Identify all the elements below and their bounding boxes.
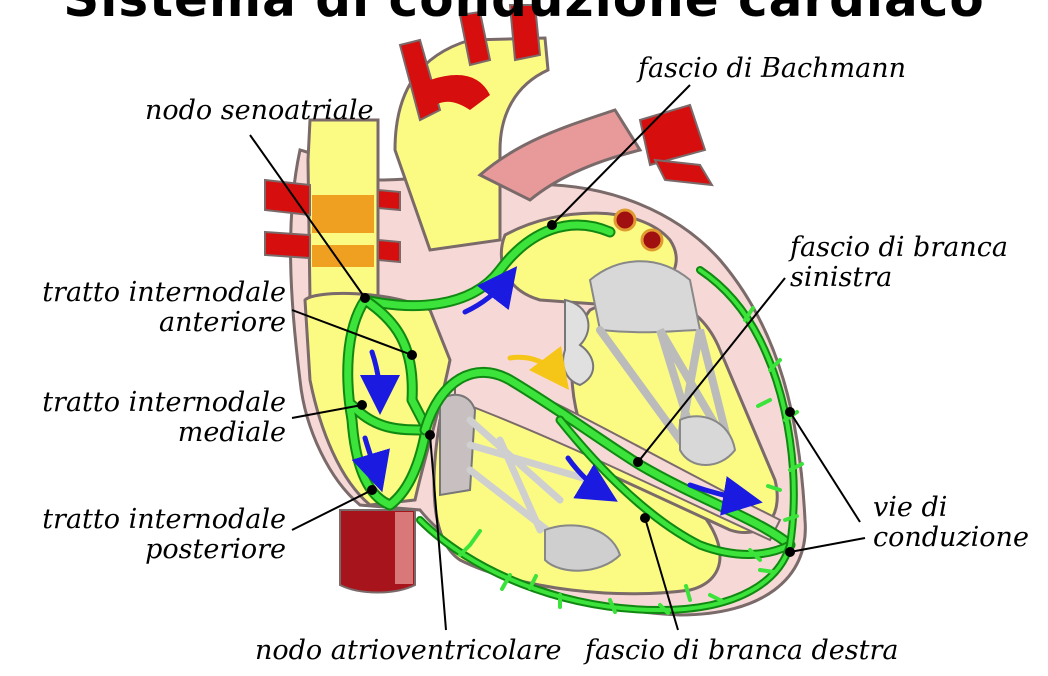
inferior-vena-cava-highlight bbox=[395, 512, 413, 584]
leader-dot bbox=[640, 513, 650, 523]
pulmonary-vein-right bbox=[378, 240, 400, 262]
pulmonary-vein-opening bbox=[642, 230, 662, 250]
label-line: tratto internodale bbox=[42, 505, 286, 535]
label-line: fascio di branca bbox=[790, 233, 1008, 263]
label-anterior-tract: tratto internodale anteriore bbox=[42, 278, 286, 338]
label-av-node: nodo atrioventricolare bbox=[255, 636, 562, 666]
label-text: nodo senoatriale bbox=[145, 96, 373, 126]
leader-dot bbox=[367, 485, 377, 495]
label-bachmann-bundle: fascio di Bachmann bbox=[638, 54, 906, 84]
leader-dot bbox=[407, 350, 417, 360]
label-sa-node: nodo senoatriale bbox=[145, 96, 373, 126]
pulmonary-vein-left bbox=[265, 232, 310, 258]
label-line: tratto internodale bbox=[42, 388, 286, 418]
label-line: anteriore bbox=[42, 308, 286, 338]
label-line: sinistra bbox=[790, 263, 1008, 293]
leader-dot bbox=[357, 400, 367, 410]
label-posterior-tract: tratto internodale posteriore bbox=[42, 505, 286, 565]
pulmonary-vein-right bbox=[378, 190, 400, 210]
label-line: mediale bbox=[42, 418, 286, 448]
page-title: Sistema di conduzione cardiaco bbox=[0, 0, 1048, 28]
label-line: vie di bbox=[873, 493, 1029, 523]
leader-dot bbox=[633, 457, 643, 467]
label-conduction-pathways: vie di conduzione bbox=[873, 493, 1029, 553]
leader-dot bbox=[547, 220, 557, 230]
pulmonary-vessel-band bbox=[312, 195, 374, 233]
leader-dot bbox=[785, 547, 795, 557]
leader-dot bbox=[425, 430, 435, 440]
label-line: posteriore bbox=[42, 535, 286, 565]
pulmonary-vessel-band bbox=[312, 245, 374, 267]
label-line: tratto internodale bbox=[42, 278, 286, 308]
pulmonary-vein-opening bbox=[615, 210, 635, 230]
label-medial-tract: tratto internodale mediale bbox=[42, 388, 286, 448]
leader-dot bbox=[785, 407, 795, 417]
leader-dot bbox=[360, 293, 370, 303]
label-line: conduzione bbox=[873, 523, 1029, 553]
label-right-bundle-branch: fascio di branca destra bbox=[585, 636, 899, 666]
label-text: fascio di Bachmann bbox=[638, 54, 906, 84]
label-left-bundle-branch: fascio di branca sinistra bbox=[790, 233, 1008, 293]
label-text: fascio di branca destra bbox=[585, 636, 899, 666]
label-text: nodo atrioventricolare bbox=[255, 636, 562, 666]
pulmonary-artery-branch bbox=[640, 105, 705, 165]
pulmonary-artery-branch bbox=[655, 160, 712, 185]
